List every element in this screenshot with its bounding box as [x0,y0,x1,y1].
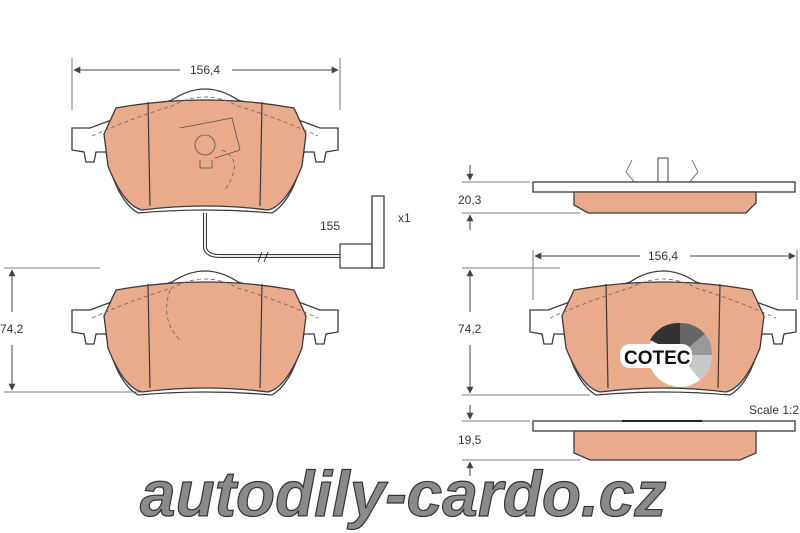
pad-side-view-top [532,157,796,214]
side-thickness-top-label: 20,3 [458,193,482,207]
right-height-label: 74,2 [458,322,482,336]
cotec-logo-text: COTEC [624,348,691,369]
left-height-label: 74,2 [0,322,24,336]
pad-side-view-bottom [532,420,796,461]
pad-front-view-top [71,88,339,214]
top-width-label: 156,4 [190,63,220,77]
sensor-length-label: 155 [320,219,340,233]
pad-back-view [71,270,339,396]
cotec-logo: COTEC [620,322,713,387]
sensor-qty-label: x1 [398,211,411,225]
side-thickness-bottom-label: 19,5 [458,433,482,447]
wear-sensor [203,195,385,269]
scale-label: Scale 1:2 [749,403,799,417]
right-width-label: 156,4 [648,249,678,263]
watermark-text: autodily-cardo.cz [140,458,666,530]
